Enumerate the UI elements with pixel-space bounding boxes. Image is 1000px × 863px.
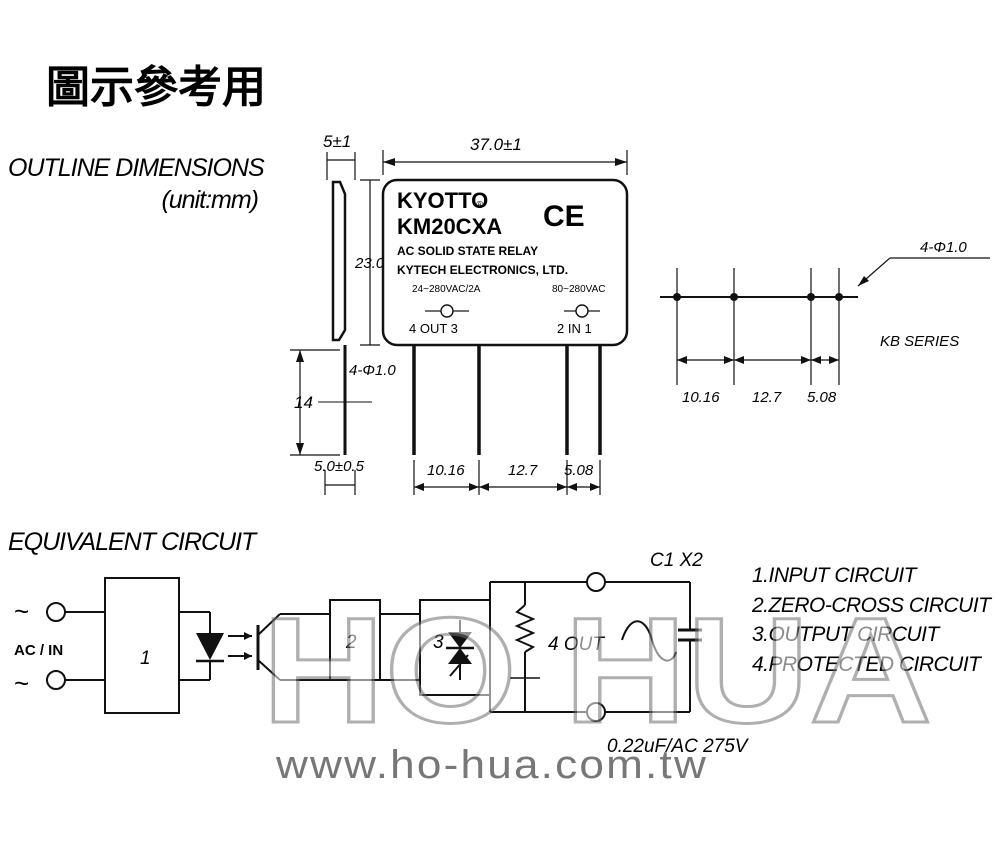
footprint-pitch-2: 12.7 <box>752 389 782 406</box>
front-pitch-1: 10.16 <box>427 462 465 479</box>
block-3-label: 3 <box>433 632 444 653</box>
footprint-pin-dia: 4-Φ1.0 <box>920 239 967 256</box>
legend-item: 4.PROTECTED CIRCUIT <box>752 653 983 676</box>
front-view: 37.0±1 23.0 KYOTTO ® KM20CXA CE AC SOLID… <box>354 135 629 495</box>
output-pin-labels: 4 OUT 3 <box>409 321 458 336</box>
pcb-footprint: 10.16 12.7 5.08 4-Φ1.0 KB SERIES <box>660 239 990 406</box>
capacitor-value: 0.22uF/AC 275V <box>607 736 750 757</box>
front-pitch-3: 5.08 <box>564 462 594 479</box>
dim-thickness: 5±1 <box>323 132 351 151</box>
circuit-heading: EQUIVALENT CIRCUIT <box>8 528 258 556</box>
equivalent-circuit: ~ ~ AC / IN 1 2 3 <box>14 550 750 757</box>
input-pin-labels: 2 IN 1 <box>557 321 592 336</box>
side-view: 5±1 14 4-Φ1.0 5.0±0.5 <box>290 132 396 495</box>
footprint-pitch-1: 10.16 <box>682 389 720 406</box>
outline-heading: OUTLINE DIMENSIONS <box>8 154 265 182</box>
dim-pin-dia-side: 4-Φ1.0 <box>349 362 396 379</box>
series-label: KB SERIES <box>880 333 959 350</box>
watermark-logo: HO HUA <box>262 586 932 754</box>
brand-name: KYOTTO <box>397 188 488 213</box>
legend-item: 2.ZERO-CROSS CIRCUIT <box>751 594 993 617</box>
block-1-label: 1 <box>140 648 151 669</box>
ac-in-label: AC / IN <box>14 642 63 659</box>
capacitor-label: C1 X2 <box>650 550 703 571</box>
legend-item: 3.OUTPUT CIRCUIT <box>752 623 942 646</box>
input-rating: 80~280VAC <box>552 284 605 295</box>
page-title: 圖示參考用 <box>46 62 266 113</box>
footprint-pitch-3: 5.08 <box>807 389 837 406</box>
ce-mark: CE <box>543 200 585 233</box>
dim-pin-length: 14 <box>294 393 313 412</box>
model-number: KM20CXA <box>397 214 502 239</box>
block-2-label: 2 <box>345 632 357 653</box>
dim-length: 37.0±1 <box>470 135 522 154</box>
circuit-legend: 1.INPUT CIRCUIT 2.ZERO-CROSS CIRCUIT 3.O… <box>751 564 994 676</box>
legend-item: 1.INPUT CIRCUIT <box>752 564 919 587</box>
manufacturer: KYTECH ELECTRONICS, LTD. <box>397 263 568 277</box>
watermark-url: www.ho-hua.com.tw <box>275 743 708 787</box>
out-label: 4 OUT <box>548 634 605 655</box>
front-pitch-2: 12.7 <box>508 462 538 479</box>
ac-tilde-bottom: ~ <box>14 668 29 698</box>
relay-description: AC SOLID STATE RELAY <box>397 244 538 258</box>
output-rating: 24~280VAC/2A <box>412 284 481 295</box>
ac-tilde-top: ~ <box>14 596 29 626</box>
unit-label: (unit:mm) <box>161 186 258 214</box>
dim-height: 23.0 <box>354 255 385 272</box>
dim-pin-offset: 5.0±0.5 <box>314 458 365 475</box>
registered-mark: ® <box>476 200 484 211</box>
